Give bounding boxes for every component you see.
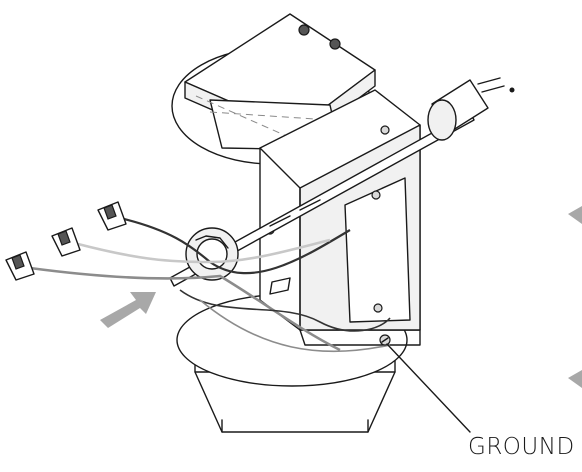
direction-arrow-right-upper [568,206,582,224]
end-cap-fitting [427,77,515,141]
wire-nut-2 [51,227,81,257]
threaded-rod [169,111,475,287]
junction-box [259,89,421,346]
ground-label: GROUND [468,434,575,460]
top-cover-plate [184,13,376,151]
direction-arrow-right-lower [568,370,582,388]
ground-leader-line [386,343,471,433]
body-slot [269,277,291,295]
direction-arrow-left [100,292,156,328]
wire-nut-3 [5,251,35,281]
wire-nut-1 [97,201,127,231]
wires [29,216,391,353]
ground-screw [379,334,391,346]
